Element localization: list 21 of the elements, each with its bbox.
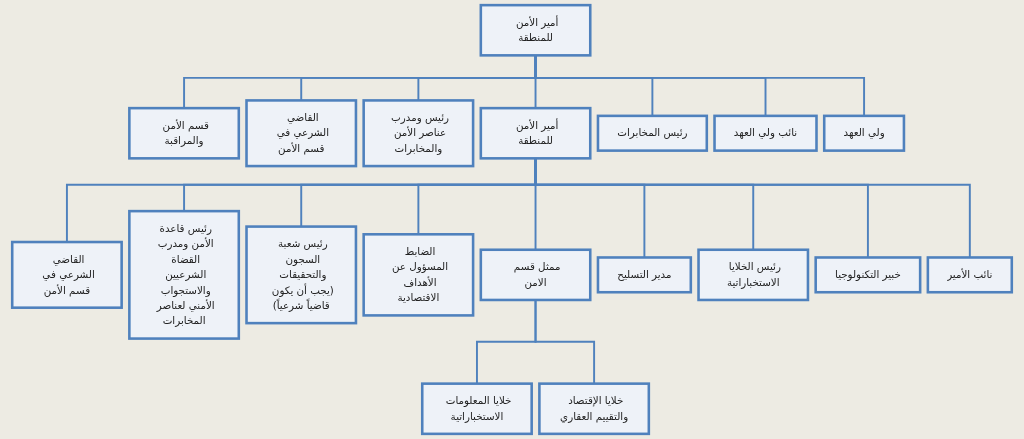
node-box: رئيس ومدرب عناصر الأمن والمخابرات <box>362 99 475 168</box>
node-box: القاضي الشرعي في قسم الأمن <box>245 99 358 168</box>
node-box: القاضي الشرعي في قسم الأمن <box>10 240 123 309</box>
node-box: مدير التسليح <box>596 256 693 294</box>
node-box: ولي العهد <box>822 114 906 152</box>
node-box: خبير التكنولوجيا <box>814 256 922 294</box>
node-box: أمير الأمن للمنطقة <box>479 3 592 57</box>
node-box: أمير الأمن للمنطقة <box>479 106 592 160</box>
node-box: ممثل قسم الامن <box>479 248 592 302</box>
node-box: نائب الأمير <box>926 256 1014 294</box>
node-box: خلايا الإقتصاد والتقييم العقاري <box>538 382 651 436</box>
node-box: نائب ولي العهد <box>713 114 818 152</box>
node-box: رئيس الخلايا الاستخباراتية <box>697 248 810 302</box>
node-box: خلايا المعلومات الاستخباراتية <box>420 382 533 436</box>
node-box: الضابط المسؤول عن الأهداف الاقتصادية <box>362 233 475 317</box>
connector <box>534 157 971 259</box>
node-box: رئيس قاعدة الأمن ومدرب القضاة الشرعيين والاستجواب الأمني لعناصر المخابرات <box>128 209 241 340</box>
node-box: رئيس شعبة السجون والتحقيقات (يجب أن يكون قاضياً شرعياً) <box>245 225 358 325</box>
node-box: رئيس المخابرات <box>596 114 709 152</box>
connector <box>534 54 866 117</box>
node-box: قسم الأمن والمراقبة <box>128 106 241 160</box>
